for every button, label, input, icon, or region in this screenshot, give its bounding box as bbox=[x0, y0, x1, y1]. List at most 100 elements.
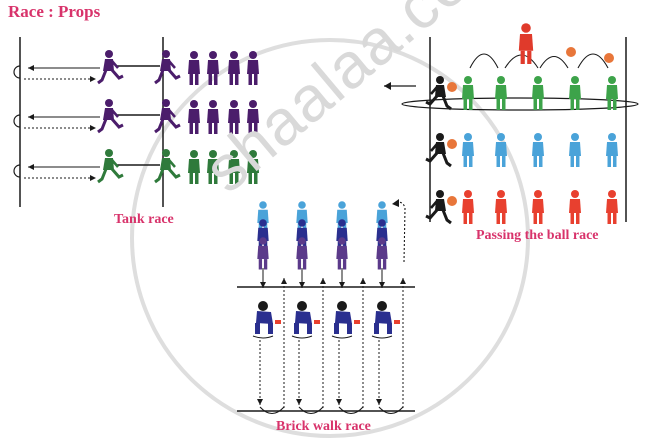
figure-leg bbox=[154, 168, 165, 184]
figure-leg bbox=[208, 74, 212, 85]
figure-head bbox=[209, 51, 217, 59]
turnaround-loop bbox=[13, 164, 21, 178]
walk-arrow bbox=[296, 340, 302, 405]
figure-leg bbox=[248, 123, 252, 134]
figure-leg bbox=[154, 69, 165, 85]
turnaround-loop bbox=[338, 406, 364, 415]
figure-head bbox=[105, 149, 113, 157]
figure-body bbox=[188, 159, 200, 173]
figure-body bbox=[375, 311, 392, 324]
figure-leg bbox=[167, 118, 181, 129]
figure-arm bbox=[168, 109, 176, 118]
figure-head bbox=[298, 219, 306, 227]
figure-body bbox=[295, 311, 312, 324]
figure-head bbox=[230, 100, 238, 108]
figure-leg bbox=[235, 74, 239, 85]
figure-leg bbox=[254, 74, 258, 85]
figure-head bbox=[436, 76, 444, 84]
figure-head bbox=[259, 219, 267, 227]
advance-arrow bbox=[379, 268, 385, 288]
figure-head bbox=[259, 237, 267, 245]
team-member bbox=[495, 190, 507, 224]
figure-head bbox=[378, 201, 386, 209]
figure-leg bbox=[195, 74, 199, 85]
brick bbox=[275, 320, 281, 324]
tank-back-runner bbox=[154, 99, 181, 134]
figure-leg bbox=[613, 156, 617, 167]
figure-leg bbox=[387, 323, 392, 334]
figure-leg bbox=[110, 118, 124, 129]
figure-head bbox=[464, 190, 472, 198]
figure-body bbox=[207, 109, 219, 123]
figure-leg bbox=[441, 152, 452, 168]
return-arrow bbox=[28, 65, 100, 71]
figure-arm bbox=[430, 143, 438, 152]
figure-head bbox=[464, 133, 472, 141]
figure-leg bbox=[334, 323, 339, 334]
figure-head bbox=[571, 133, 579, 141]
figure-leg bbox=[469, 99, 473, 110]
brick bbox=[314, 320, 320, 324]
figure-body bbox=[247, 159, 259, 173]
tank-race-layout bbox=[13, 37, 259, 207]
walk-arrow bbox=[376, 340, 382, 405]
figure-arm bbox=[430, 86, 438, 95]
figure-leg bbox=[167, 69, 181, 80]
figure-head bbox=[190, 51, 198, 59]
figure-head bbox=[298, 237, 306, 245]
figure-arm bbox=[430, 200, 438, 209]
turnaround-loop bbox=[13, 65, 21, 79]
outbound-arrow bbox=[24, 175, 96, 181]
figure-leg bbox=[302, 259, 307, 270]
figure-leg bbox=[263, 259, 268, 270]
figure-leg bbox=[425, 209, 439, 220]
figure-leg bbox=[294, 323, 299, 334]
figure-body bbox=[257, 227, 269, 242]
figure-head bbox=[249, 100, 257, 108]
arrowhead bbox=[260, 282, 266, 288]
arrowhead bbox=[257, 399, 263, 405]
brick-walk-race-layout bbox=[237, 199, 415, 415]
figure-leg bbox=[208, 123, 212, 134]
figure-leg bbox=[97, 69, 108, 85]
figure-leg bbox=[496, 156, 500, 167]
figure-head bbox=[464, 76, 472, 84]
arrowhead bbox=[360, 278, 366, 284]
figure-leg bbox=[496, 99, 500, 110]
figure-body bbox=[376, 245, 388, 260]
figure-leg bbox=[297, 259, 302, 270]
ball-pass-arc bbox=[539, 55, 569, 69]
step-marker bbox=[371, 335, 393, 339]
figure-leg bbox=[520, 50, 525, 64]
figure-head bbox=[534, 190, 542, 198]
figure-leg bbox=[570, 156, 574, 167]
pass-team-row bbox=[425, 76, 618, 111]
figure-body bbox=[335, 311, 352, 324]
figure-head bbox=[297, 301, 307, 311]
page-title: Race : Props bbox=[8, 2, 101, 21]
figure-leg bbox=[254, 173, 258, 184]
advance-arrow bbox=[339, 268, 345, 288]
figure-leg bbox=[229, 123, 233, 134]
step-marker bbox=[331, 335, 353, 339]
tank-lanes bbox=[13, 50, 259, 184]
figure-body bbox=[207, 159, 219, 173]
figure-leg bbox=[255, 323, 260, 334]
brick bbox=[354, 320, 360, 324]
figure-head bbox=[162, 149, 170, 157]
figure-body bbox=[462, 142, 474, 156]
team-member bbox=[532, 76, 544, 110]
tank-lane bbox=[13, 50, 259, 85]
figure-head bbox=[337, 301, 347, 311]
figure-leg bbox=[527, 50, 532, 64]
figure-leg bbox=[425, 152, 439, 163]
figure-body bbox=[257, 209, 269, 224]
figure-leg bbox=[167, 168, 181, 179]
figure-body bbox=[569, 199, 581, 213]
figure-leg bbox=[214, 123, 218, 134]
pass-team-rows bbox=[425, 23, 618, 225]
figure-head bbox=[105, 50, 113, 58]
figure-body bbox=[207, 60, 219, 74]
figure-head bbox=[497, 190, 505, 198]
